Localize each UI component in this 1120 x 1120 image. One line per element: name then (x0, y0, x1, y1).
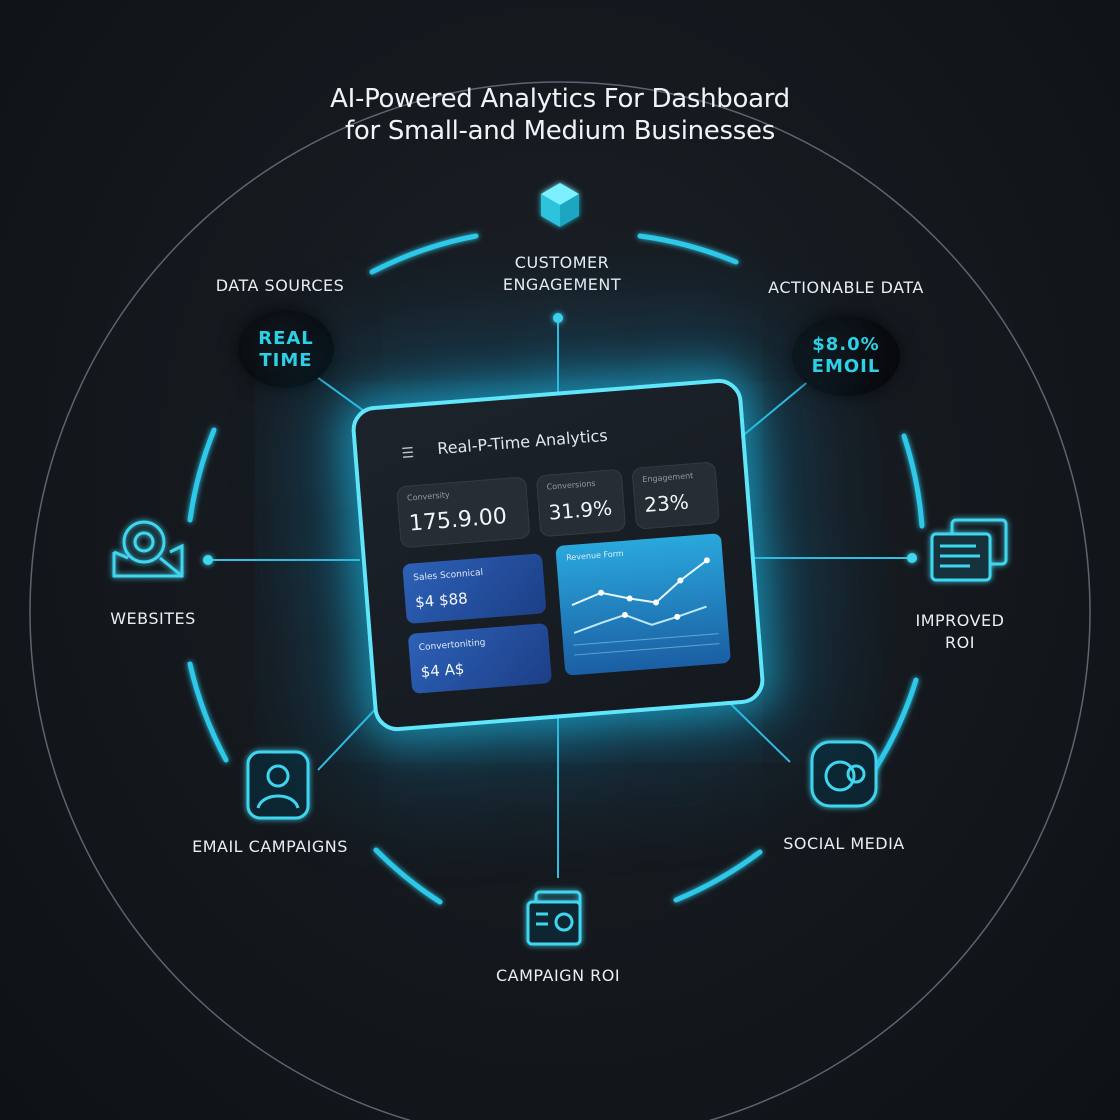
label-improved-line2: ROI (945, 633, 975, 652)
kpi-card: Engagement 23% (631, 461, 721, 530)
label-data-sources: DATA SOURCES (215, 276, 345, 295)
mini-card-value: $4 $88 (414, 589, 469, 612)
ring-arc (901, 433, 925, 529)
email-campaigns-icon (244, 748, 312, 824)
label-improved-roi: IMPROVED ROI (916, 610, 1005, 654)
label-customer-line2: ENGAGEMENT (502, 275, 622, 294)
connector-dot (907, 553, 917, 563)
email-badge-line2: EMOIL (811, 356, 881, 377)
chart-point (598, 589, 605, 596)
label-actionable-data: ACTIONABLE DATA (768, 278, 924, 297)
mini-card-label: Convertoniting (418, 637, 486, 654)
ring-arc (369, 233, 479, 275)
mini-card-label: Sales Sconnical (412, 567, 484, 584)
menu-icon[interactable]: ☰ (400, 444, 415, 462)
kpi-card: Conversity 175.9.00 (396, 476, 531, 549)
chart-line (573, 605, 707, 634)
chart-point (626, 595, 633, 602)
email-badge-line1: $8.0% (812, 334, 880, 355)
label-social-media: SOCIAL MEDIA (783, 834, 905, 853)
chart-graphic (571, 557, 720, 656)
kpi-value: 175.9.00 (408, 503, 508, 537)
label-improved-line1: IMPROVED (915, 611, 1005, 630)
label-websites: WEBSITES (110, 609, 196, 628)
ring-arc (187, 661, 229, 763)
ring-arc (373, 847, 443, 905)
roi-report-icon (926, 514, 1010, 584)
chart-point (703, 557, 710, 564)
email-badge: $8.0% EMOIL (792, 316, 900, 396)
page-title: AI-Powered Analytics For Dashboard (330, 84, 790, 114)
kpi-value: 23% (643, 489, 690, 518)
mini-card-value: $4 A$ (420, 659, 466, 682)
dashboard-title: Real-P-Time Analytics (436, 425, 609, 459)
mini-card: Sales Sconnical $4 $88 (402, 553, 547, 625)
ring-arc (673, 849, 763, 903)
websites-icon (110, 512, 186, 582)
connector-dot (203, 555, 213, 565)
chart-line (571, 559, 708, 606)
connector-dot (553, 313, 563, 323)
kpi-label: Conversions (546, 478, 596, 492)
dashboard-card: ☰ Real-P-Time Analytics Conversity 175.9… (349, 377, 767, 733)
campaign-roi-icon (522, 888, 592, 948)
cube-icon (541, 183, 579, 227)
label-customer-line1: CUSTOMER (514, 253, 610, 272)
ring-arc (637, 233, 739, 265)
social-media-icon (808, 738, 880, 810)
kpi-label: Conversity (406, 490, 451, 503)
ring-arc (187, 427, 217, 523)
kpi-label: Engagement (641, 471, 694, 485)
real-time-line1: REAL (258, 328, 314, 349)
kpi-card: Conversions 31.9% (535, 468, 627, 538)
label-campaign-roi: CAMPAIGN ROI (495, 966, 621, 985)
chart-point (621, 611, 628, 618)
chart-point (653, 599, 660, 606)
outer-ring (29, 81, 1091, 1120)
label-customer-engagement: CUSTOMER ENGAGEMENT (503, 252, 621, 296)
real-time-line2: TIME (259, 350, 313, 371)
label-email-campaigns: EMAIL CAMPAIGNS (192, 837, 348, 856)
revenue-chart: Revenue Form (555, 533, 731, 676)
chart-point (674, 613, 681, 620)
chart-point (677, 577, 684, 584)
kpi-value: 31.9% (547, 495, 613, 525)
inner-ring (187, 233, 925, 905)
real-time-badge: REAL TIME (238, 310, 334, 388)
mini-card: Convertoniting $4 A$ (407, 623, 553, 694)
page-subtitle: for Small-and Medium Businesses (345, 116, 775, 146)
